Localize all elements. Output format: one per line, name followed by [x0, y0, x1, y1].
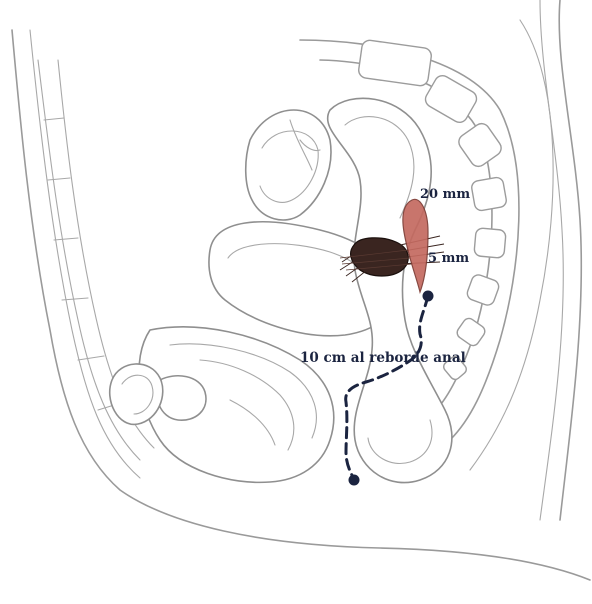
- uterus: [246, 110, 331, 220]
- tumor-lesion: [403, 199, 428, 292]
- tumor-thickness-label: 5 mm: [428, 251, 469, 266]
- tumor-length-label: 20 mm: [420, 187, 470, 202]
- anal-verge-marker: [349, 475, 360, 486]
- anal-distance-label: 10 cm al reborde anal: [300, 350, 466, 366]
- tumor-lower-edge-marker: [423, 291, 434, 302]
